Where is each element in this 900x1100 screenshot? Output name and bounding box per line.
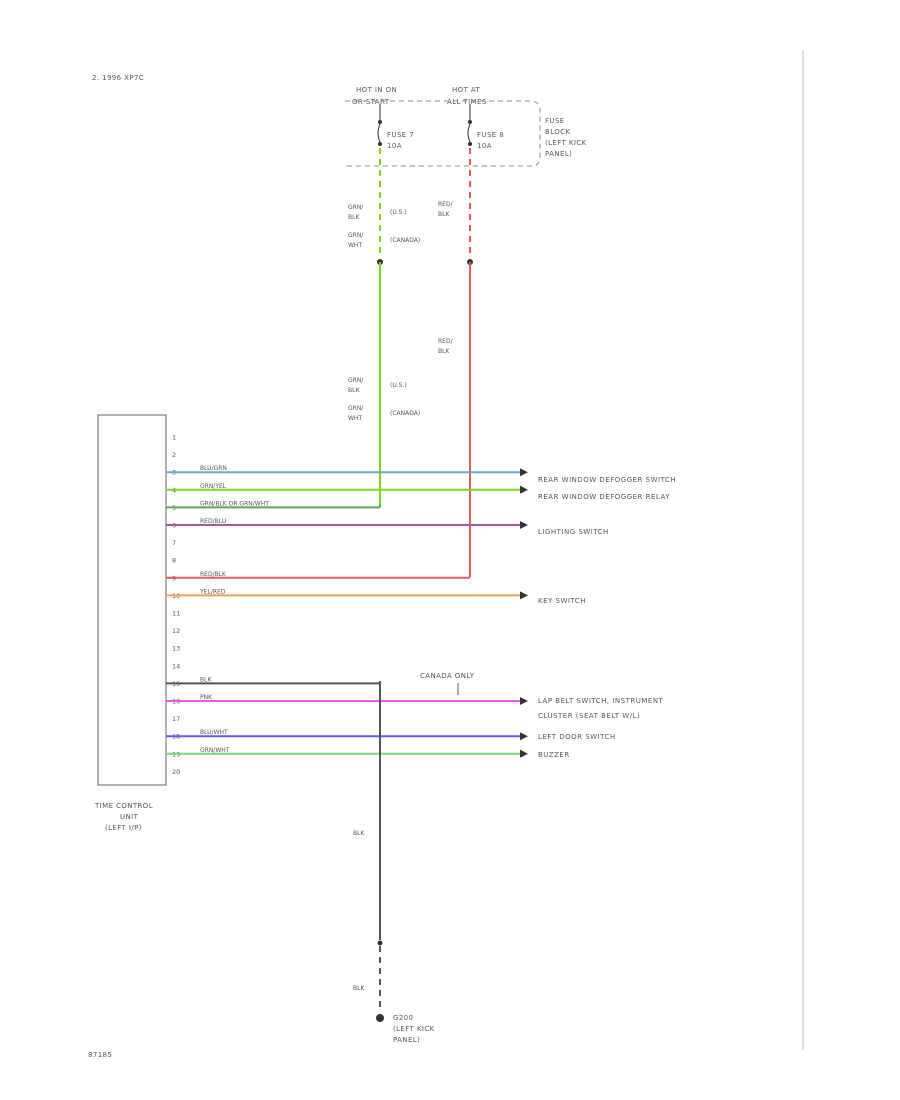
destination-pin-10-line1: KEY SWITCH	[538, 597, 586, 605]
ground-label-line1: G200	[393, 1014, 413, 1022]
fuse-block-outline	[345, 100, 541, 167]
fuse8-name: FUSE 8	[477, 131, 504, 139]
wire-label-pin-19: GRN/WHT	[200, 747, 230, 754]
left-wire-mid-color2: BLK	[348, 387, 360, 394]
arrow-pin-3	[520, 468, 528, 477]
wire-label-pin-6: RED/BLU	[200, 518, 226, 525]
unit-label-line3: (LEFT I/P)	[105, 824, 142, 832]
arrow-pin-10	[520, 591, 528, 600]
left-wire-top2-color1: GRN/	[348, 232, 364, 239]
arrow-pin-19	[520, 749, 528, 758]
pin-13: 13	[172, 645, 180, 653]
left-wire-mid2-note: (CANADA)	[390, 410, 420, 417]
destination-pin-4-line1: REAR WINDOW DEFOGGER RELAY	[538, 493, 670, 501]
wire-label-pin-15: BLK	[200, 676, 212, 683]
pin-2: 2	[172, 451, 176, 459]
fuse8-bottom-terminal	[468, 142, 472, 146]
wire-label-pin-3: BLU/GRN	[200, 465, 227, 472]
fuse7-bottom-terminal	[378, 142, 382, 146]
left-wire-mid2-color2: WHT	[348, 415, 362, 422]
destination-pin-19-line1: BUZZER	[538, 751, 570, 759]
pin-8: 8	[172, 557, 176, 565]
pin-17: 17	[172, 715, 180, 723]
right-source-line2: ALL TIMES	[447, 98, 487, 106]
ground-wire-upper-label: BLK	[353, 830, 365, 837]
unit-label-line2: UNIT	[120, 813, 139, 821]
unit-pins: 1234567891011121314151617181920	[172, 434, 180, 776]
right-wire-mid-color2: BLK	[438, 348, 450, 355]
fuse-block-line4: PANEL)	[545, 150, 572, 158]
ground-label-line3: PANEL)	[393, 1036, 420, 1044]
left-wire-mid2-color1: GRN/	[348, 405, 364, 412]
pin-12: 12	[172, 627, 180, 635]
wire-label-pin-18: BLU/WHT	[200, 729, 228, 736]
ground-point	[376, 1014, 384, 1022]
pin-20: 20	[172, 768, 180, 776]
left-source-line2: OR START	[352, 98, 390, 106]
wire-label-pin-9: RED/BLK	[200, 571, 227, 578]
fuse7-name: FUSE 7	[387, 131, 414, 139]
destination-pin-6-line1: LIGHTING SWITCH	[538, 528, 609, 536]
destination-pin-3-line1: REAR WINDOW DEFOGGER SWITCH	[538, 476, 676, 484]
left-wire-top2-color2: WHT	[348, 242, 362, 249]
pin-14: 14	[172, 662, 180, 670]
unit-label-line1: TIME CONTROL	[94, 802, 153, 810]
right-wire-top-color1: RED/	[438, 201, 454, 208]
fuse7-top-terminal	[378, 120, 382, 124]
wire-label-pin-5: GRN/BLK OR GRN/WHT	[200, 500, 269, 507]
fuse7-rating: 10A	[387, 142, 402, 150]
pin-11: 11	[172, 610, 180, 618]
fuse-block-line1: FUSE	[545, 117, 565, 125]
left-source-line1: HOT IN ON	[356, 86, 397, 94]
pin-1: 1	[172, 434, 176, 442]
wire-label-pin-10: YEL/RED	[199, 588, 226, 595]
ground-wire-lower-label: BLK	[353, 985, 365, 992]
right-source-line1: HOT AT	[452, 86, 481, 94]
wire-label-pin-16: PNK	[200, 694, 213, 701]
destination-pin-16-line1: LAP BELT SWITCH, INSTRUMENT	[538, 697, 664, 705]
left-wire-mid-color1: GRN/	[348, 377, 364, 384]
left-wire-top-note: (U.S.)	[390, 209, 407, 216]
fuse7-symbol	[377, 123, 381, 143]
fuse8-top-terminal	[468, 120, 472, 124]
right-wire-mid-color1: RED/	[438, 338, 454, 345]
ground-label-line2: (LEFT KICK	[393, 1025, 435, 1033]
arrow-pin-16	[520, 697, 528, 705]
left-wire-top2-note: (CANADA)	[390, 237, 420, 244]
destination-pin-16-line2: CLUSTER (SEAT BELT W/L)	[538, 712, 640, 720]
right-wire-top-color2: BLK	[438, 211, 450, 218]
canada-only-note: CANADA ONLY	[420, 672, 475, 680]
fuse-block-line2: BLOCK	[545, 128, 570, 136]
unit-wires: BLU/GRN REAR WINDOW DEFOGGER SWITCH GRN/YE…	[166, 465, 676, 759]
fuse8-rating: 10A	[477, 142, 492, 150]
time-control-unit-box	[97, 414, 167, 786]
left-wire-top-color1: GRN/	[348, 204, 364, 211]
arrow-pin-18	[520, 732, 528, 741]
left-wire-top-color2: BLK	[348, 214, 360, 221]
pin-7: 7	[172, 539, 176, 547]
arrow-pin-4	[520, 485, 528, 494]
fuse-block-line3: (LEFT KICK	[545, 139, 587, 147]
destination-pin-18-line1: LEFT DOOR SWITCH	[538, 733, 616, 741]
fuse8-symbol	[467, 123, 471, 143]
left-wire-mid-note: (U.S.)	[390, 382, 407, 389]
wire-label-pin-4: GRN/YEL	[200, 483, 227, 490]
footer-code: 87185	[88, 1051, 112, 1059]
ground-connector-dot	[377, 940, 383, 946]
page-caption: 2. 1996 XP7C	[92, 74, 144, 82]
arrow-pin-6	[520, 521, 528, 529]
